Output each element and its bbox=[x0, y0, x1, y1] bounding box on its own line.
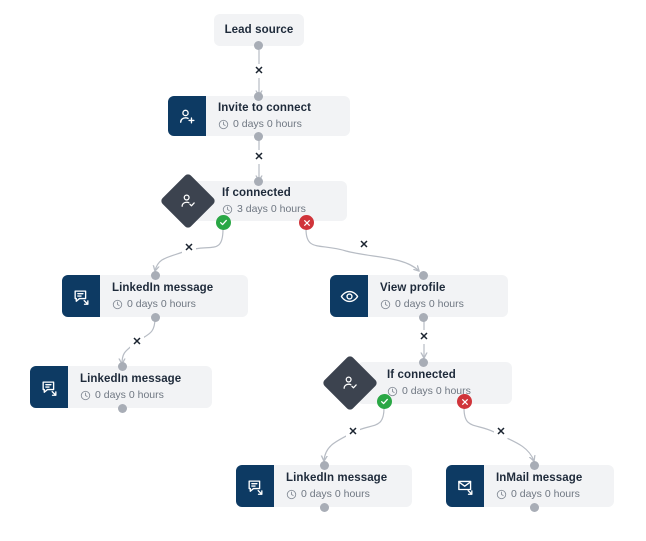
port-lead-source-out[interactable] bbox=[254, 41, 263, 50]
node-if-connected-1-body: If connected 3 days 0 hours bbox=[192, 181, 318, 221]
port-invite-out[interactable] bbox=[254, 132, 263, 141]
node-linkedin-message-1[interactable]: LinkedIn message 0 days 0 hours bbox=[62, 275, 248, 317]
clock-icon bbox=[218, 119, 229, 129]
branch-badge-yes-if-connected-1[interactable] bbox=[216, 215, 231, 230]
node-if-connected-2-delay-text: 0 days 0 hours bbox=[402, 385, 471, 397]
node-inmail-message[interactable]: InMail message 0 days 0 hours bbox=[446, 465, 614, 507]
node-if-connected-1-delay-text: 3 days 0 hours bbox=[237, 203, 306, 215]
person-check-icon bbox=[341, 374, 359, 392]
node-linkedin-message-2-delay: 0 days 0 hours bbox=[80, 388, 181, 402]
node-if-connected-2-body: If connected 0 days 0 hours bbox=[357, 362, 483, 404]
node-view-profile[interactable]: View profile 0 days 0 hours bbox=[330, 275, 508, 317]
clock-icon bbox=[387, 386, 398, 396]
port-inmail-message-out[interactable] bbox=[530, 503, 539, 512]
node-linkedin-message-1-title: LinkedIn message bbox=[112, 282, 214, 294]
port-invite-in[interactable] bbox=[254, 92, 263, 101]
node-if-connected-2-title: If connected bbox=[387, 369, 456, 381]
node-if-connected-2-delay: 0 days 0 hours bbox=[387, 384, 471, 398]
node-lead-source[interactable]: Lead source bbox=[214, 14, 304, 46]
chat-send-icon bbox=[62, 275, 100, 317]
node-view-profile-delay-text: 0 days 0 hours bbox=[395, 298, 464, 310]
clock-icon bbox=[80, 390, 91, 400]
node-linkedin-message-2[interactable]: LinkedIn message 0 days 0 hours bbox=[30, 366, 212, 408]
branch-badge-no-if-connected-1[interactable] bbox=[299, 215, 314, 230]
node-linkedin-message-1-delay: 0 days 0 hours bbox=[112, 297, 213, 311]
edge-delete-marker-linkedin1-to-linkedin2[interactable]: ✕ bbox=[130, 335, 144, 349]
clock-icon bbox=[222, 204, 233, 214]
edge-delete-marker-if1-yes[interactable]: ✕ bbox=[182, 241, 196, 255]
person-check-icon bbox=[179, 192, 197, 210]
edge-delete-marker-invite-to-if1[interactable]: ✕ bbox=[252, 150, 266, 164]
edge-delete-marker-if2-yes[interactable]: ✕ bbox=[346, 425, 360, 439]
node-view-profile-delay: 0 days 0 hours bbox=[380, 297, 464, 311]
node-linkedin-message-1-delay-text: 0 days 0 hours bbox=[127, 298, 196, 310]
port-view-profile-out[interactable] bbox=[419, 313, 428, 322]
node-invite-to-connect-body: Invite to connect 0 days 0 hours bbox=[206, 96, 323, 136]
node-linkedin-message-3-delay-text: 0 days 0 hours bbox=[301, 488, 370, 500]
edge-delete-marker-if1-no[interactable]: ✕ bbox=[357, 238, 371, 252]
node-if-connected-1-title: If connected bbox=[222, 187, 291, 199]
node-invite-to-connect-title: Invite to connect bbox=[218, 102, 312, 114]
node-linkedin-message-1-body: LinkedIn message 0 days 0 hours bbox=[100, 275, 225, 317]
port-inmail-message-in[interactable] bbox=[530, 461, 539, 470]
clock-icon bbox=[380, 299, 391, 309]
port-if-connected-2-in[interactable] bbox=[419, 358, 428, 367]
port-linkedin-message-2-out[interactable] bbox=[118, 404, 127, 413]
edge-delete-marker-if2-no[interactable]: ✕ bbox=[494, 425, 508, 439]
mail-send-icon bbox=[446, 465, 484, 507]
edge-delete-marker-lead-to-invite[interactable]: ✕ bbox=[252, 64, 266, 78]
node-inmail-message-delay: 0 days 0 hours bbox=[496, 487, 582, 501]
port-linkedin-message-1-in[interactable] bbox=[151, 271, 160, 280]
node-invite-to-connect-delay: 0 days 0 hours bbox=[218, 117, 311, 131]
node-linkedin-message-3-body: LinkedIn message 0 days 0 hours bbox=[274, 465, 399, 507]
port-view-profile-in[interactable] bbox=[419, 271, 428, 280]
eye-icon bbox=[330, 275, 368, 317]
node-linkedin-message-3-title: LinkedIn message bbox=[286, 472, 388, 484]
chat-send-icon bbox=[236, 465, 274, 507]
port-if-connected-1-in[interactable] bbox=[254, 177, 263, 186]
node-if-connected-1[interactable]: If connected 3 days 0 hours bbox=[192, 181, 347, 221]
person-add-icon bbox=[168, 96, 206, 136]
clock-icon bbox=[286, 489, 297, 499]
branch-badge-no-if-connected-2[interactable] bbox=[457, 394, 472, 409]
port-linkedin-message-3-out[interactable] bbox=[320, 503, 329, 512]
port-linkedin-message-2-in[interactable] bbox=[118, 362, 127, 371]
node-linkedin-message-3[interactable]: LinkedIn message 0 days 0 hours bbox=[236, 465, 412, 507]
clock-icon bbox=[496, 489, 507, 499]
node-invite-to-connect[interactable]: Invite to connect 0 days 0 hours bbox=[168, 96, 350, 136]
node-view-profile-body: View profile 0 days 0 hours bbox=[368, 275, 476, 317]
node-linkedin-message-2-title: LinkedIn message bbox=[80, 373, 182, 385]
node-if-connected-1-shape[interactable] bbox=[159, 172, 217, 230]
chat-send-icon bbox=[30, 366, 68, 408]
node-if-connected-1-delay: 3 days 0 hours bbox=[222, 202, 306, 216]
edge-delete-marker-view-to-if2[interactable]: ✕ bbox=[417, 330, 431, 344]
node-linkedin-message-2-body: LinkedIn message 0 days 0 hours bbox=[68, 366, 193, 408]
node-linkedin-message-3-delay: 0 days 0 hours bbox=[286, 487, 387, 501]
port-linkedin-message-3-in[interactable] bbox=[320, 461, 329, 470]
node-invite-to-connect-delay-text: 0 days 0 hours bbox=[233, 118, 302, 130]
node-inmail-message-delay-text: 0 days 0 hours bbox=[511, 488, 580, 500]
clock-icon bbox=[112, 299, 123, 309]
node-linkedin-message-2-delay-text: 0 days 0 hours bbox=[95, 389, 164, 401]
node-if-connected-2-shape[interactable] bbox=[321, 354, 379, 412]
node-inmail-message-title: InMail message bbox=[496, 472, 583, 484]
branch-badge-yes-if-connected-2[interactable] bbox=[377, 394, 392, 409]
port-linkedin-message-1-out[interactable] bbox=[151, 313, 160, 322]
node-view-profile-title: View profile bbox=[380, 282, 446, 294]
node-lead-source-title: Lead source bbox=[224, 24, 294, 36]
node-inmail-message-body: InMail message 0 days 0 hours bbox=[484, 465, 594, 507]
